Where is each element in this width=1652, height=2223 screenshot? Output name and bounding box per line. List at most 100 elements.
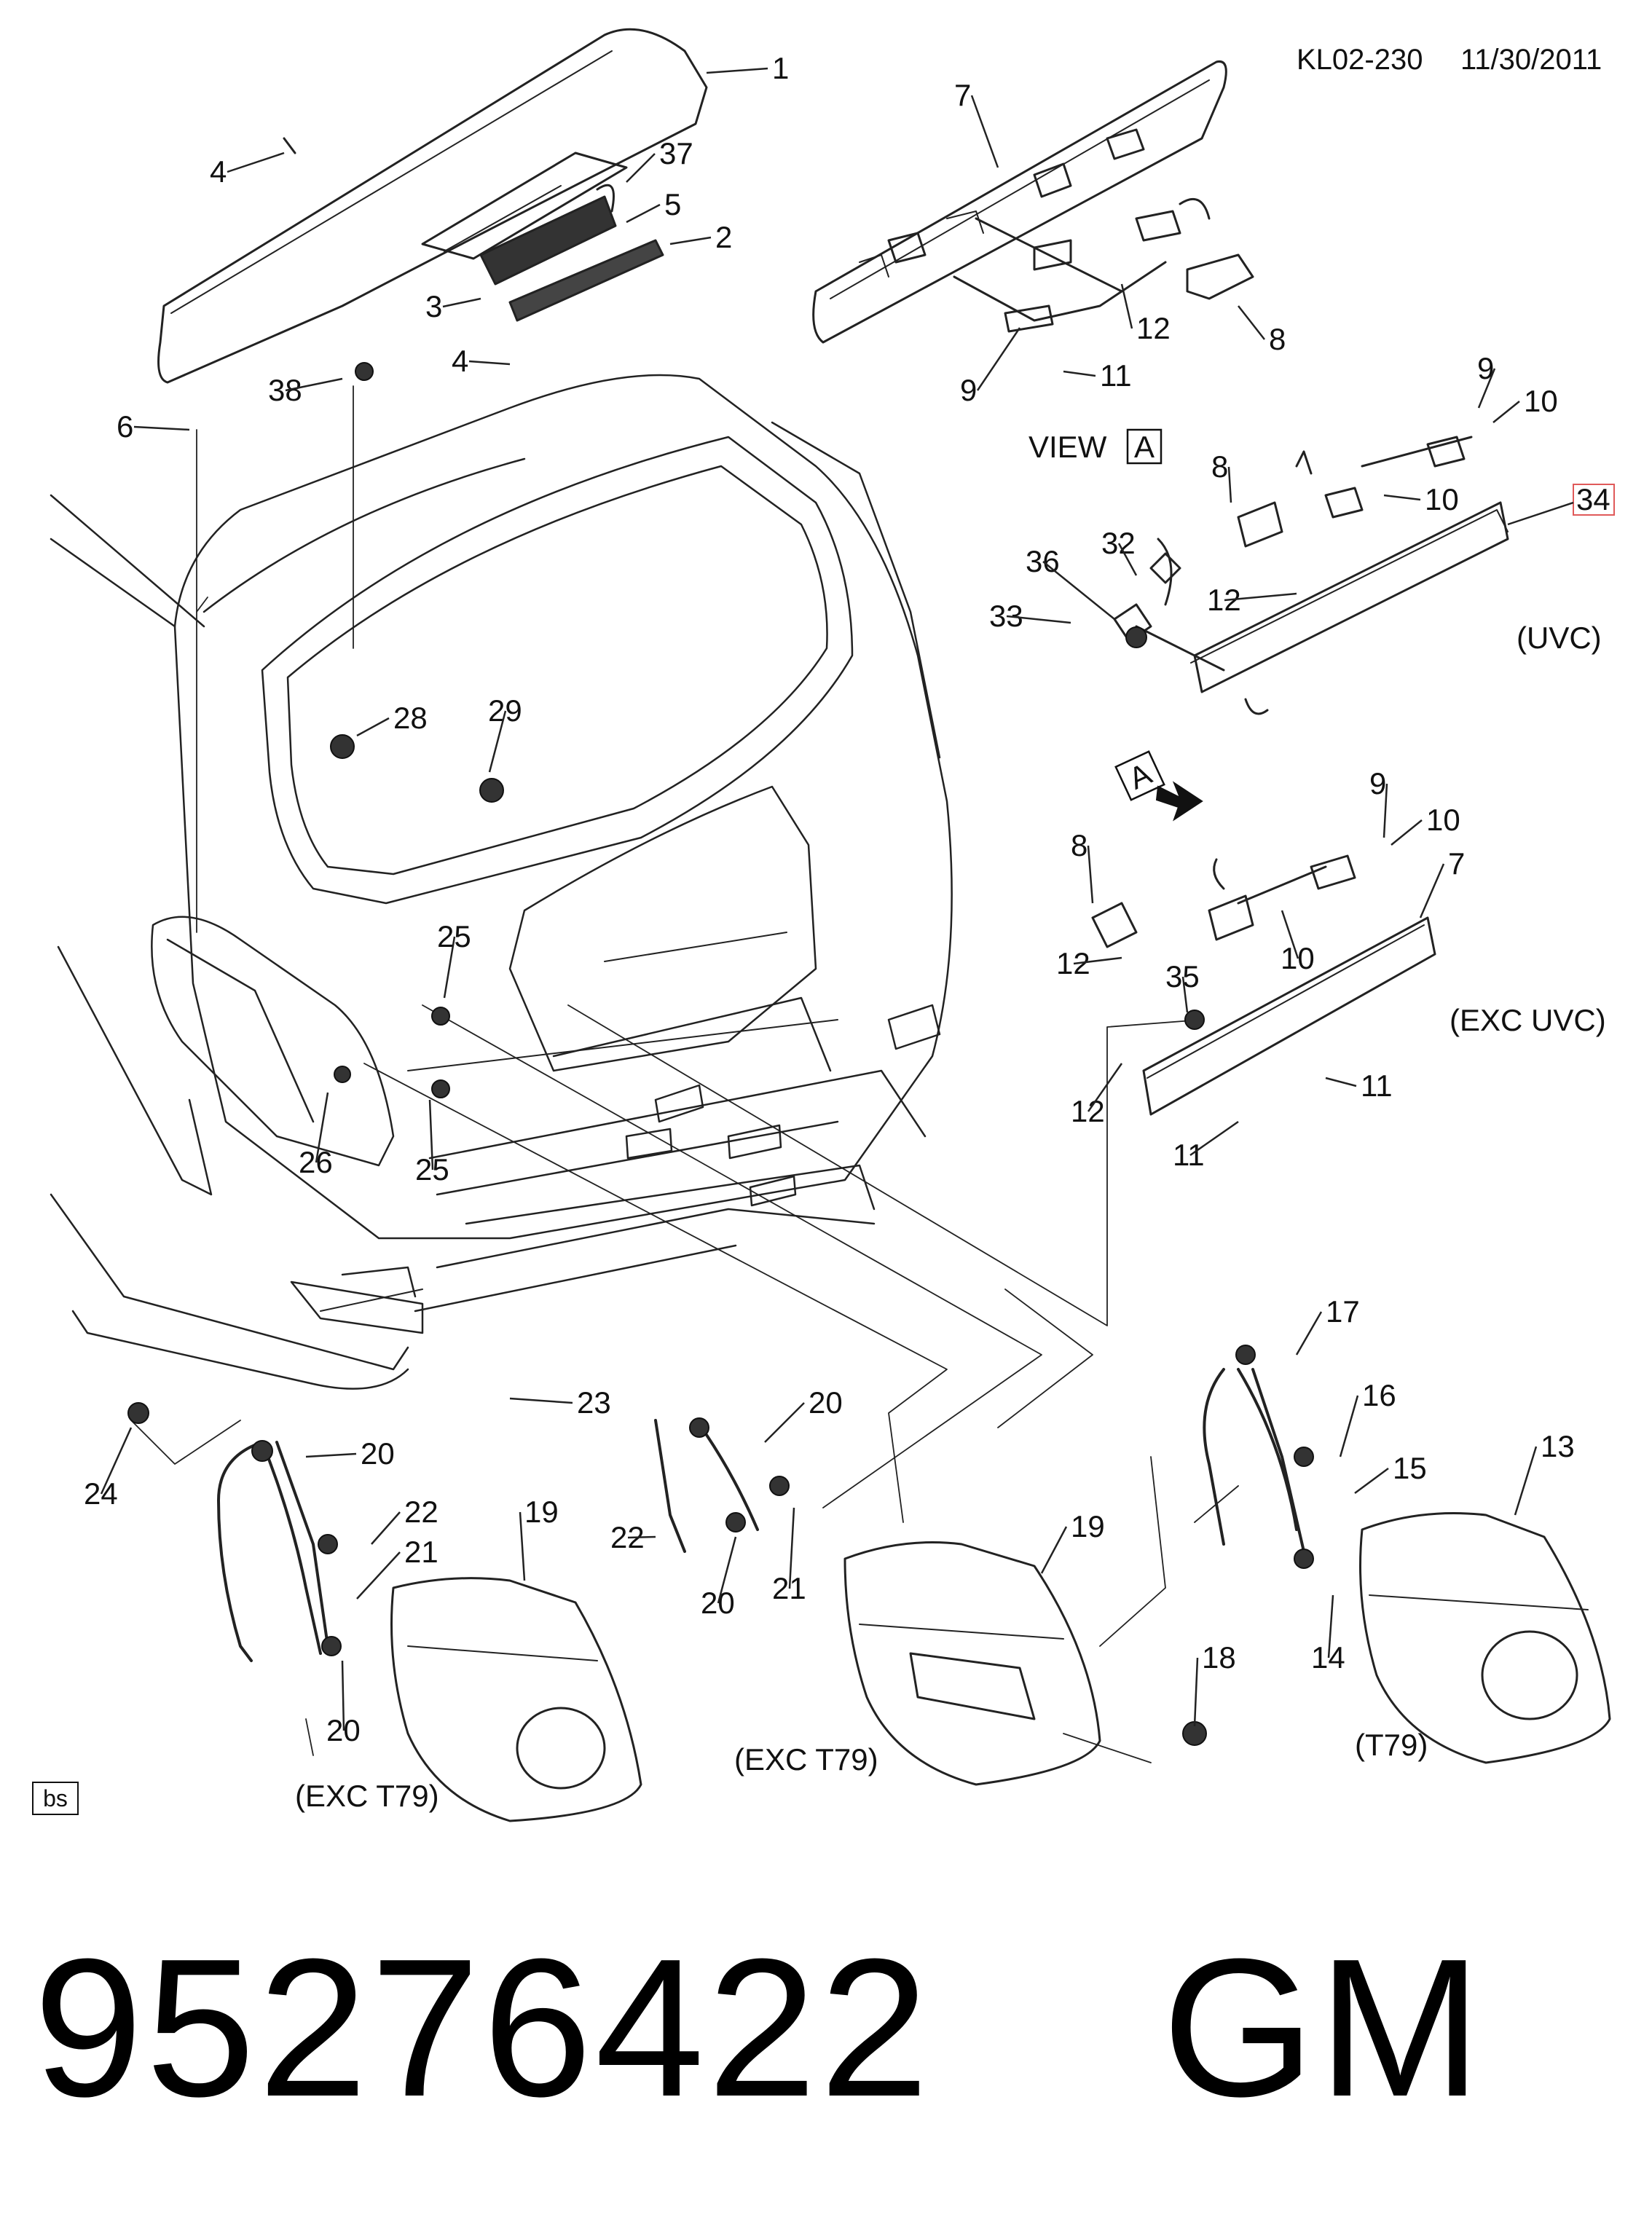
callout-leader: [627, 1535, 656, 1539]
callout-20: 20: [809, 1385, 843, 1420]
callout-leader: [1281, 910, 1299, 959]
quarter-panel-drawing: [50, 916, 876, 1390]
callout-leader: [1339, 1395, 1359, 1457]
callout-15: 15: [1393, 1451, 1427, 1485]
taillamp-middle-drawing: [843, 1541, 1101, 1786]
callout-leader: [1507, 501, 1574, 526]
callout-12: 12: [1056, 946, 1090, 980]
callout-11: 11: [1100, 358, 1132, 393]
callout-17: 17: [1326, 1294, 1360, 1329]
applique-uvc-drawing: [1113, 436, 1509, 715]
callout-leader: [519, 1511, 526, 1581]
callout-leader: [1327, 1594, 1334, 1659]
callout-leader: [341, 1660, 345, 1731]
callout-leader: [509, 1397, 573, 1404]
callout-3: 3: [425, 289, 442, 323]
callout-leader: [488, 710, 507, 773]
callout-leader: [788, 1507, 795, 1589]
callout-leader: [976, 327, 1021, 391]
diagram-date: 11/30/2011: [1460, 44, 1602, 76]
callout-4: 4: [452, 344, 468, 378]
callout-leader: [1227, 466, 1232, 503]
highlighted-callout: 34: [1576, 482, 1610, 516]
callout-leader: [305, 1452, 357, 1458]
callout-leader: [1477, 368, 1496, 409]
callout-leader: [1295, 1311, 1323, 1356]
callout-leader: [443, 936, 456, 999]
callout-25: 25: [437, 919, 471, 953]
note-exc-t79-left: (EXC T79): [295, 1779, 439, 1813]
callout-22: 22: [404, 1495, 438, 1529]
applique-upper-drawing: [812, 60, 1254, 344]
callout-12: 12: [1136, 311, 1171, 345]
callout-leader: [1383, 494, 1421, 501]
taillamp-right-drawing: [1359, 1512, 1611, 1764]
callout-leader: [970, 95, 999, 168]
callout-leader: [1181, 976, 1189, 1013]
view-direction-arrow-icon: [1155, 781, 1203, 822]
part-number: 95276422: [34, 1919, 932, 2138]
callout-leader: [371, 1511, 401, 1545]
view-letter: A: [1134, 430, 1155, 464]
callout-leader: [1492, 401, 1520, 423]
callout-28: 28: [393, 701, 428, 735]
bs-tag: bs: [32, 1782, 79, 1815]
callout-leader: [1354, 1467, 1389, 1495]
callout-leader: [1391, 819, 1423, 846]
callout-leader: [1087, 845, 1094, 904]
callout-leader: [1042, 561, 1115, 620]
callout-leader: [133, 425, 190, 431]
callout-leader: [356, 717, 390, 737]
callout-leader: [1325, 1077, 1357, 1087]
callout-leader: [1193, 1657, 1199, 1727]
arrow-letter-box: [1114, 750, 1165, 801]
callout-10: 10: [1524, 384, 1558, 418]
applique-exc-uvc-drawing: [1091, 854, 1436, 1116]
callout-16: 16: [1362, 1378, 1396, 1412]
callout-29: 29: [488, 693, 522, 728]
callout-leader: [1120, 283, 1133, 329]
callout-leader: [1238, 305, 1265, 340]
callout-10: 10: [1425, 482, 1459, 516]
callout-leader: [626, 203, 661, 224]
callout-leader: [1063, 370, 1096, 377]
callout-19: 19: [1071, 1509, 1105, 1543]
fastener-drawings: [127, 362, 1314, 1746]
callout-7: 7: [954, 78, 971, 112]
callout-8: 8: [1211, 449, 1228, 484]
liftgate-drawing: [50, 374, 953, 1240]
callout-36: 36: [1026, 544, 1060, 578]
callout-21: 21: [404, 1535, 438, 1569]
note-t79: (T79): [1355, 1728, 1428, 1762]
callout-leader: [285, 377, 343, 392]
view-letter-box: [1126, 428, 1163, 465]
harness-drawings: [217, 1368, 1305, 1662]
callout-32: 32: [1101, 526, 1136, 560]
callout-leader: [706, 67, 768, 74]
callout-leader: [1073, 956, 1122, 965]
callout-leader: [1514, 1446, 1538, 1516]
view-label: VIEW: [1028, 430, 1107, 464]
callout-leader: [442, 297, 481, 308]
callout-33: 33: [989, 599, 1023, 633]
callout-6: 6: [117, 409, 133, 444]
callout-leader: [1224, 592, 1297, 602]
callout-leader: [1419, 863, 1445, 918]
callout-7: 7: [1448, 846, 1465, 881]
callout-2: 2: [715, 220, 732, 254]
callout-11: 11: [1173, 1138, 1205, 1172]
callout-leader: [1040, 1526, 1068, 1574]
taillamp-left-drawing: [390, 1577, 642, 1822]
callout-4: 4: [210, 154, 227, 189]
callout-19: 19: [524, 1495, 559, 1529]
callout-9: 9: [1477, 351, 1494, 385]
callout-37: 37: [659, 136, 693, 170]
callout-10: 10: [1426, 803, 1460, 837]
callout-9: 9: [1369, 766, 1386, 800]
note-exc-uvc: (EXC UVC): [1450, 1003, 1606, 1037]
highlight-box: [1573, 484, 1615, 516]
callout-leader: [428, 1099, 434, 1170]
callout-leader: [356, 1551, 401, 1600]
callout-leader: [1189, 1120, 1239, 1157]
leader-lines: [130, 385, 1239, 1763]
